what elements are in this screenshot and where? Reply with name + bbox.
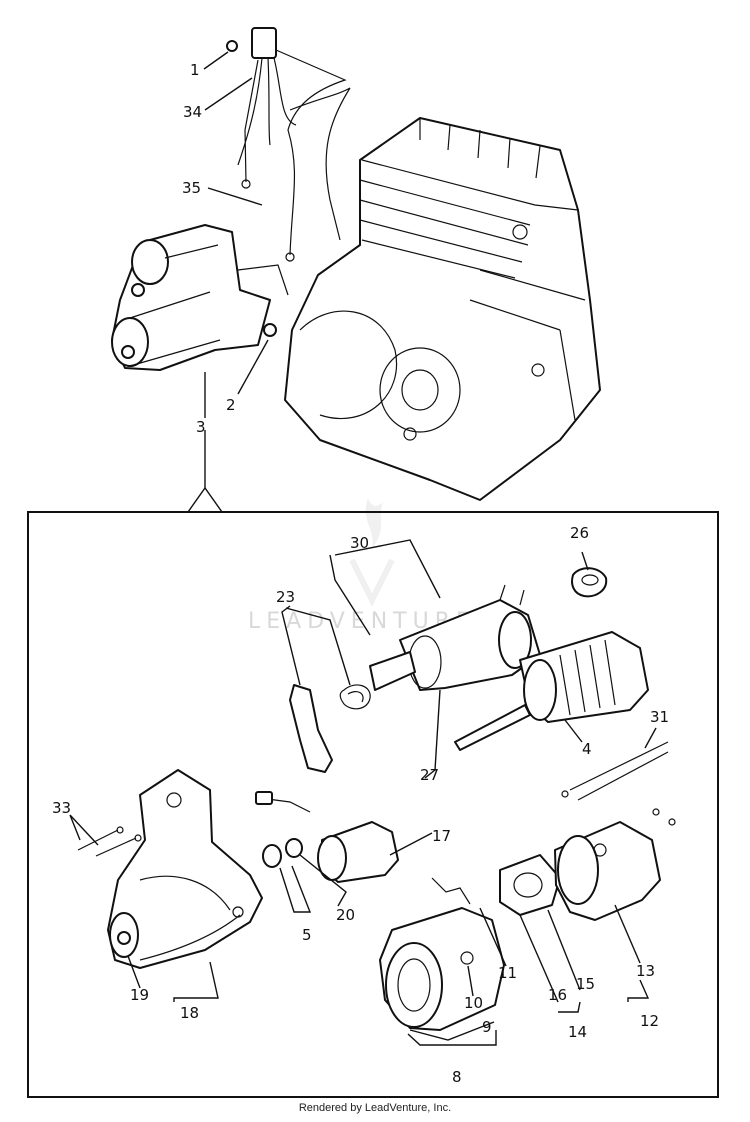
bolt-1 bbox=[226, 40, 238, 52]
callout-17: 17 bbox=[432, 827, 451, 845]
callout-10: 10 bbox=[464, 994, 483, 1012]
wiring-harness bbox=[237, 27, 351, 262]
nut-2 bbox=[263, 323, 277, 337]
callout-23: 23 bbox=[276, 588, 295, 606]
callout-2: 2 bbox=[226, 396, 236, 414]
callout-4: 4 bbox=[582, 740, 592, 758]
ring-20 bbox=[285, 838, 303, 858]
callout-30: 30 bbox=[350, 534, 369, 552]
callout-18: 18 bbox=[180, 1004, 199, 1022]
callout-31: 31 bbox=[650, 708, 669, 726]
callout-20: 20 bbox=[336, 906, 355, 924]
bolts-33 bbox=[77, 826, 142, 857]
callout-34: 34 bbox=[183, 103, 202, 121]
callout-13: 13 bbox=[636, 962, 655, 980]
armature-4 bbox=[454, 631, 649, 751]
callout-19: 19 bbox=[130, 986, 149, 1004]
callout-8: 8 bbox=[452, 1068, 462, 1086]
yoke-8 bbox=[379, 877, 505, 1031]
end-cover-13 bbox=[554, 808, 676, 921]
callout-11: 11 bbox=[498, 964, 517, 982]
detail-frame bbox=[27, 511, 719, 1098]
callout-26: 26 bbox=[570, 524, 589, 542]
drive-housing-18 bbox=[107, 769, 263, 969]
callout-27: 27 bbox=[420, 766, 439, 784]
callout-33: 33 bbox=[52, 799, 71, 817]
callout-5: 5 bbox=[302, 926, 312, 944]
starter-motor-assembly bbox=[111, 224, 289, 371]
drive-clutch-17 bbox=[255, 791, 399, 883]
shift-lever-23 bbox=[289, 684, 371, 773]
brush-holder-16 bbox=[499, 854, 561, 916]
callout-12: 12 bbox=[640, 1012, 659, 1030]
watermark-logo bbox=[349, 498, 395, 607]
ring-5 bbox=[262, 844, 282, 868]
callout-35: 35 bbox=[182, 179, 201, 197]
callout-15: 15 bbox=[576, 975, 595, 993]
callout-14: 14 bbox=[568, 1023, 587, 1041]
callout-16: 16 bbox=[548, 986, 567, 1004]
callout-1: 1 bbox=[190, 61, 200, 79]
engine-block bbox=[284, 117, 601, 501]
callout-3: 3 bbox=[196, 418, 206, 436]
leader-lines bbox=[69, 51, 657, 1046]
footer-credit: Rendered by LeadVenture, Inc. bbox=[298, 1102, 452, 1114]
through-bolts-31 bbox=[561, 741, 669, 801]
solenoid-30 bbox=[369, 584, 541, 691]
cap-26 bbox=[571, 567, 608, 598]
callout-9: 9 bbox=[482, 1018, 492, 1036]
